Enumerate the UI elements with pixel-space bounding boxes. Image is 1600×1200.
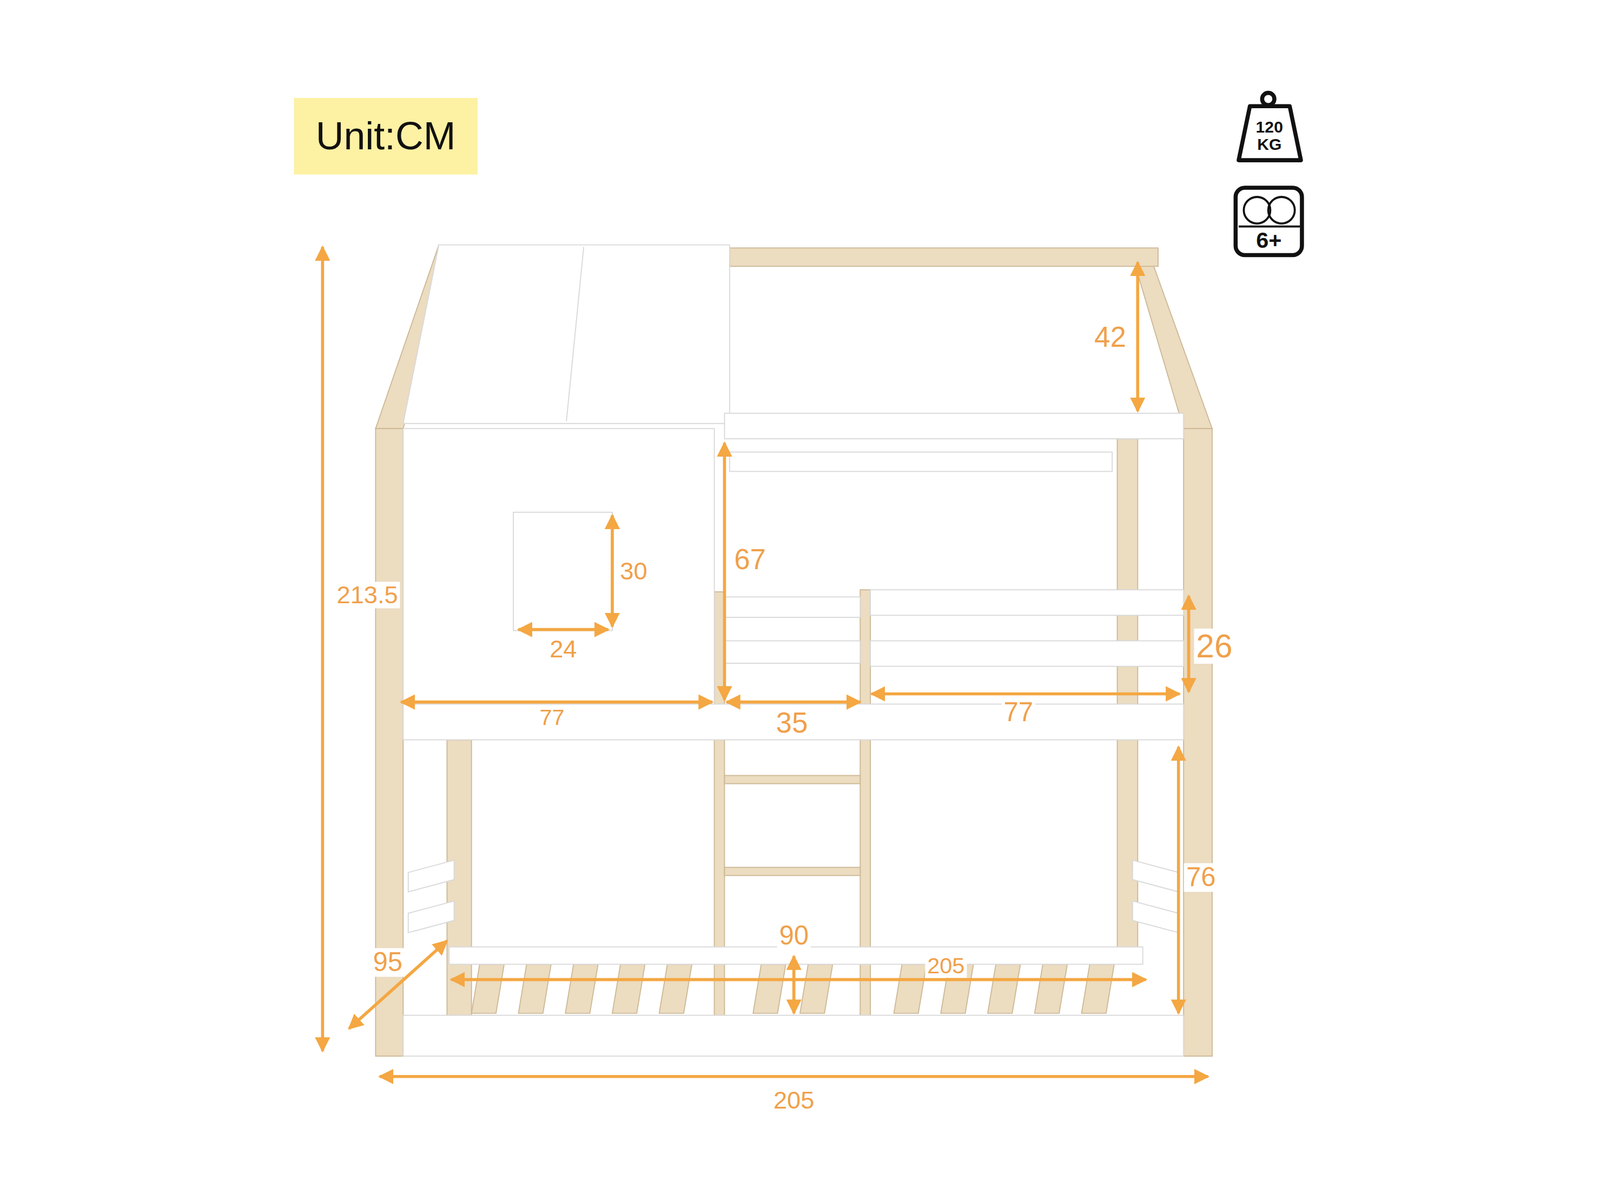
dimension-label: 90: [776, 921, 811, 950]
dimension-label: 213.5: [334, 581, 400, 608]
dimension-label: 30: [617, 558, 650, 585]
dimension-label: 67: [731, 543, 769, 575]
dimension-label: 76: [1184, 863, 1219, 892]
dimension-label: 77: [1001, 697, 1036, 727]
dimension-label: 42: [1092, 321, 1129, 353]
dimension-label: 35: [774, 706, 811, 738]
dimension-label: 205: [771, 1086, 817, 1114]
dimension-label: 26: [1193, 628, 1235, 664]
unit-badge: Unit:CM: [293, 97, 478, 175]
node-text: Unit:CM: [315, 115, 456, 157]
age-icon: 6+: [1237, 227, 1300, 254]
unit-ground: [294, 97, 478, 175]
dimension-label: 95: [371, 947, 406, 977]
dimension-label: 205: [924, 953, 967, 978]
dimension-label: 77: [537, 704, 567, 730]
weight-limit-icon: 120 KG: [1248, 114, 1290, 157]
node-text: 120 KG: [1248, 118, 1290, 153]
dimension-label: 24: [547, 635, 579, 663]
node-text: 6+: [1255, 228, 1282, 253]
